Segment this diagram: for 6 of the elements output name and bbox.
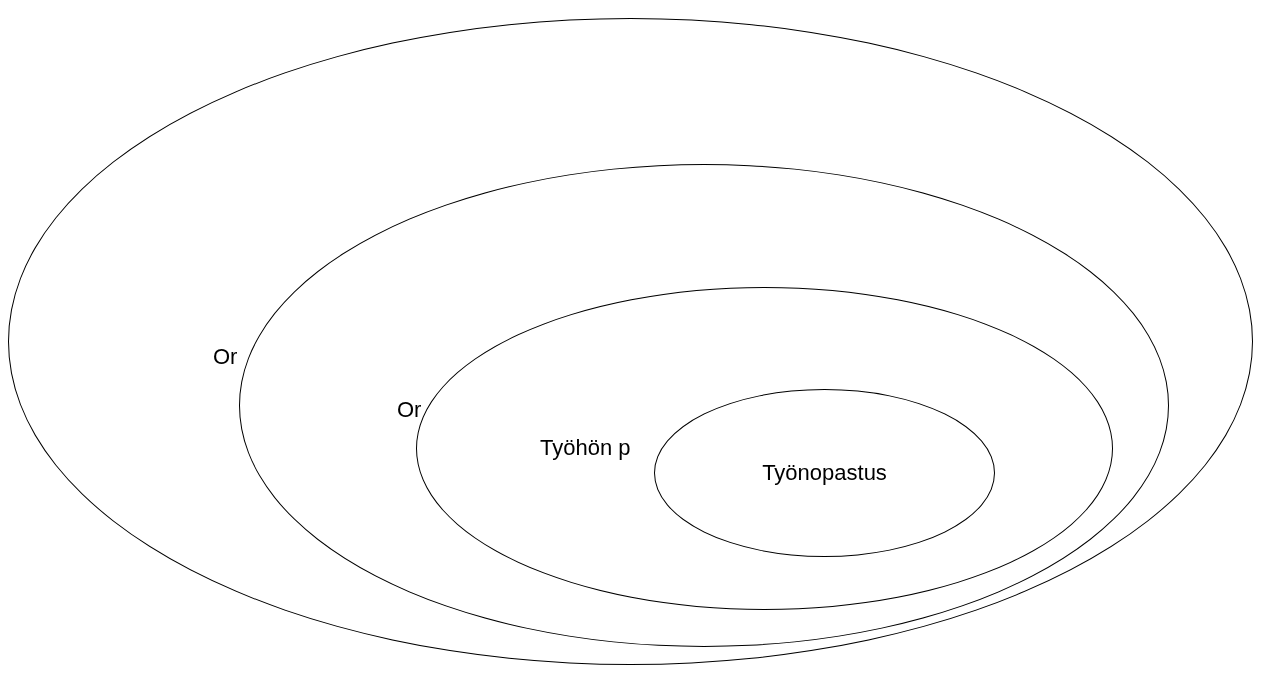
ellipse <box>239 164 1169 647</box>
ellipse-label: Or <box>213 344 238 370</box>
ellipse <box>8 18 1253 665</box>
ellipse-label: Työnopastus <box>762 460 887 486</box>
ellipse-label: Or <box>397 397 422 423</box>
ellipse-label: Työhön p <box>540 435 631 461</box>
